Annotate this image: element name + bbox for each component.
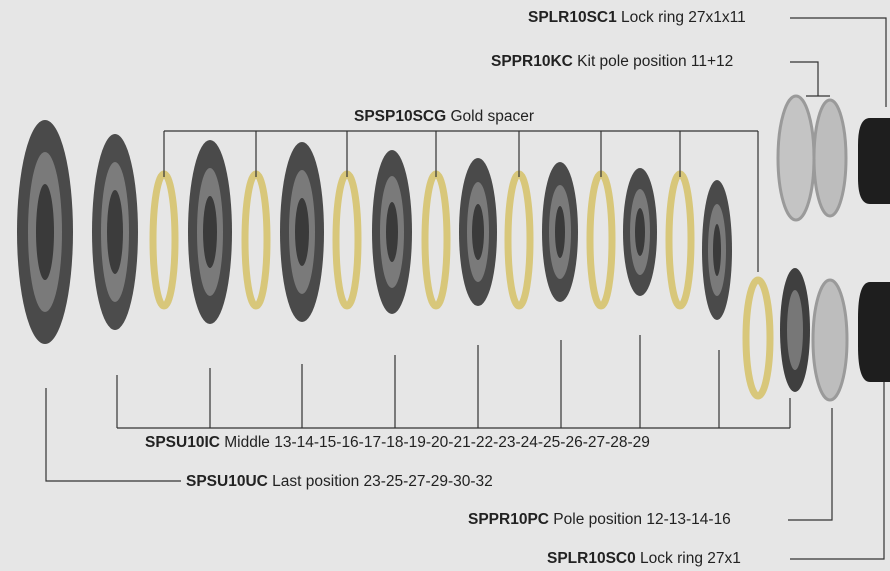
gold-spacer-8 [742,276,774,400]
gold-spacer-6 [586,170,616,310]
gold-spacer-4 [421,170,451,310]
gold-spacer-7 [665,170,695,310]
pole-kit-part-2 [812,98,848,218]
part-description: Lock ring 27x1 [640,550,741,567]
lock-ring-top [858,118,890,204]
part-description: Gold spacer [450,108,535,125]
sprocket-small [780,268,810,392]
label-last-position: SPSU10UC Last position 23-25-27-29-30-32 [186,473,493,491]
label-middle-sprockets: SPSU10IC Middle 13-14-15-16-17-18-19-20-… [145,434,650,452]
lock-ring-bottom [858,282,890,382]
part-description: Kit pole position 11+12 [577,53,734,70]
label-gold-spacer: SPSP10SCG Gold spacer [354,108,534,126]
label-lock-ring-bottom: SPLR10SC0 Lock ring 27x1 [547,550,741,568]
part-description: Lock ring 27x1x11 [621,9,746,26]
gold-spacer-2 [241,170,271,310]
label-kit-pole-position: SPPR10KC Kit pole position 11+12 [491,53,733,71]
part-code: SPSP10SCG [354,108,451,125]
pole-part-group [776,94,849,402]
lock-ring-group [858,118,890,382]
part-code: SPLR10SC0 [547,550,641,567]
part-code: SPLR10SC1 [528,9,622,26]
label-pole-position: SPPR10PC Pole position 12-13-14-16 [468,511,731,529]
sprocket-group [17,120,810,392]
part-code: SPPR10PC [468,511,554,528]
sprocket-8 [623,168,657,296]
sprocket-4 [280,142,324,322]
sprocket-6 [459,158,497,306]
gold-spacer-1 [149,170,179,310]
part-code: SPSU10IC [145,434,225,451]
sprocket-7 [542,162,578,302]
part-code: SPSU10UC [186,473,273,490]
sprocket-large-1 [17,120,73,344]
gold-spacer-5 [504,170,534,310]
part-description: Last position 23-25-27-29-30-32 [272,473,493,490]
part-description: Pole position 12-13-14-16 [553,511,731,528]
pole-kit-part-1 [776,94,816,222]
sprocket-3 [188,140,232,324]
leader-lines [45,17,887,560]
part-code: SPPR10KC [491,53,578,70]
part-description: Middle 13-14-15-16-17-18-19-20-21-22-23-… [224,434,650,451]
sprocket-5 [372,150,412,314]
sprocket-9 [702,180,732,320]
sprocket-large-2 [92,134,138,330]
label-lock-ring-top: SPLR10SC1 Lock ring 27x1x11 [528,9,746,27]
pole-position-part [811,278,849,402]
gold-spacer-3 [332,170,362,310]
